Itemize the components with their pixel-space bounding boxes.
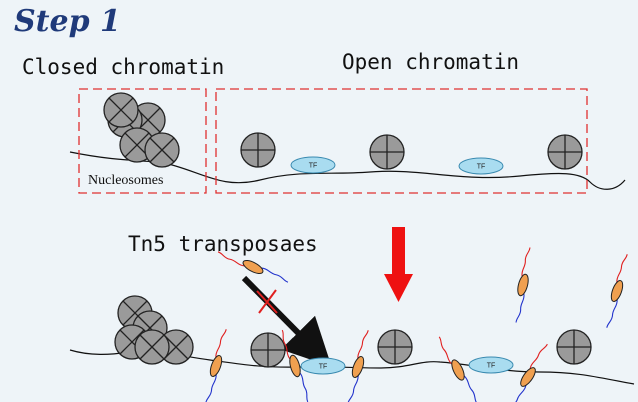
tf-label: TF	[487, 363, 496, 370]
closed-chromatin-box	[78, 88, 207, 194]
blocked-x-icon	[256, 289, 278, 314]
tn5-free	[599, 253, 635, 329]
tf-top-1: TF	[290, 156, 336, 174]
nucleosome-open-1	[240, 132, 276, 168]
open-chromatin-box	[215, 88, 588, 194]
tf-label: TF	[319, 364, 328, 371]
step-title: Step 1	[14, 4, 121, 39]
open-chromatin-label: Open chromatin	[342, 50, 520, 74]
tn5-free-group	[508, 246, 635, 329]
nucleosome-bottom-2	[377, 329, 413, 365]
nucleosome-open-2	[369, 134, 405, 170]
red-down-arrow	[384, 227, 413, 302]
tn5-transposase-label: Tn5 transposaes	[128, 232, 318, 256]
tf-bottom-2: TF	[468, 356, 514, 374]
nucleosome-bottom-3	[556, 329, 592, 365]
closed-chromatin-label: Closed chromatin	[22, 55, 225, 79]
blocked-arrow	[241, 275, 332, 367]
nucleosome-cluster-top	[103, 92, 180, 168]
tn5-free	[508, 246, 538, 324]
nucleosome-cluster-bottom	[114, 295, 194, 365]
tn5-bound	[340, 329, 376, 402]
nucleosome-open-3	[547, 134, 583, 170]
tn5-bound	[198, 328, 234, 402]
tf-label: TF	[477, 164, 486, 171]
nucleosome-bottom-1	[250, 332, 286, 368]
tf-bottom-1: TF	[300, 357, 346, 375]
tf-top-2: TF	[458, 157, 504, 175]
tn5-transposase	[216, 244, 290, 290]
tf-label: TF	[309, 163, 318, 170]
nucleosomes-label: Nucleosomes	[88, 173, 164, 188]
